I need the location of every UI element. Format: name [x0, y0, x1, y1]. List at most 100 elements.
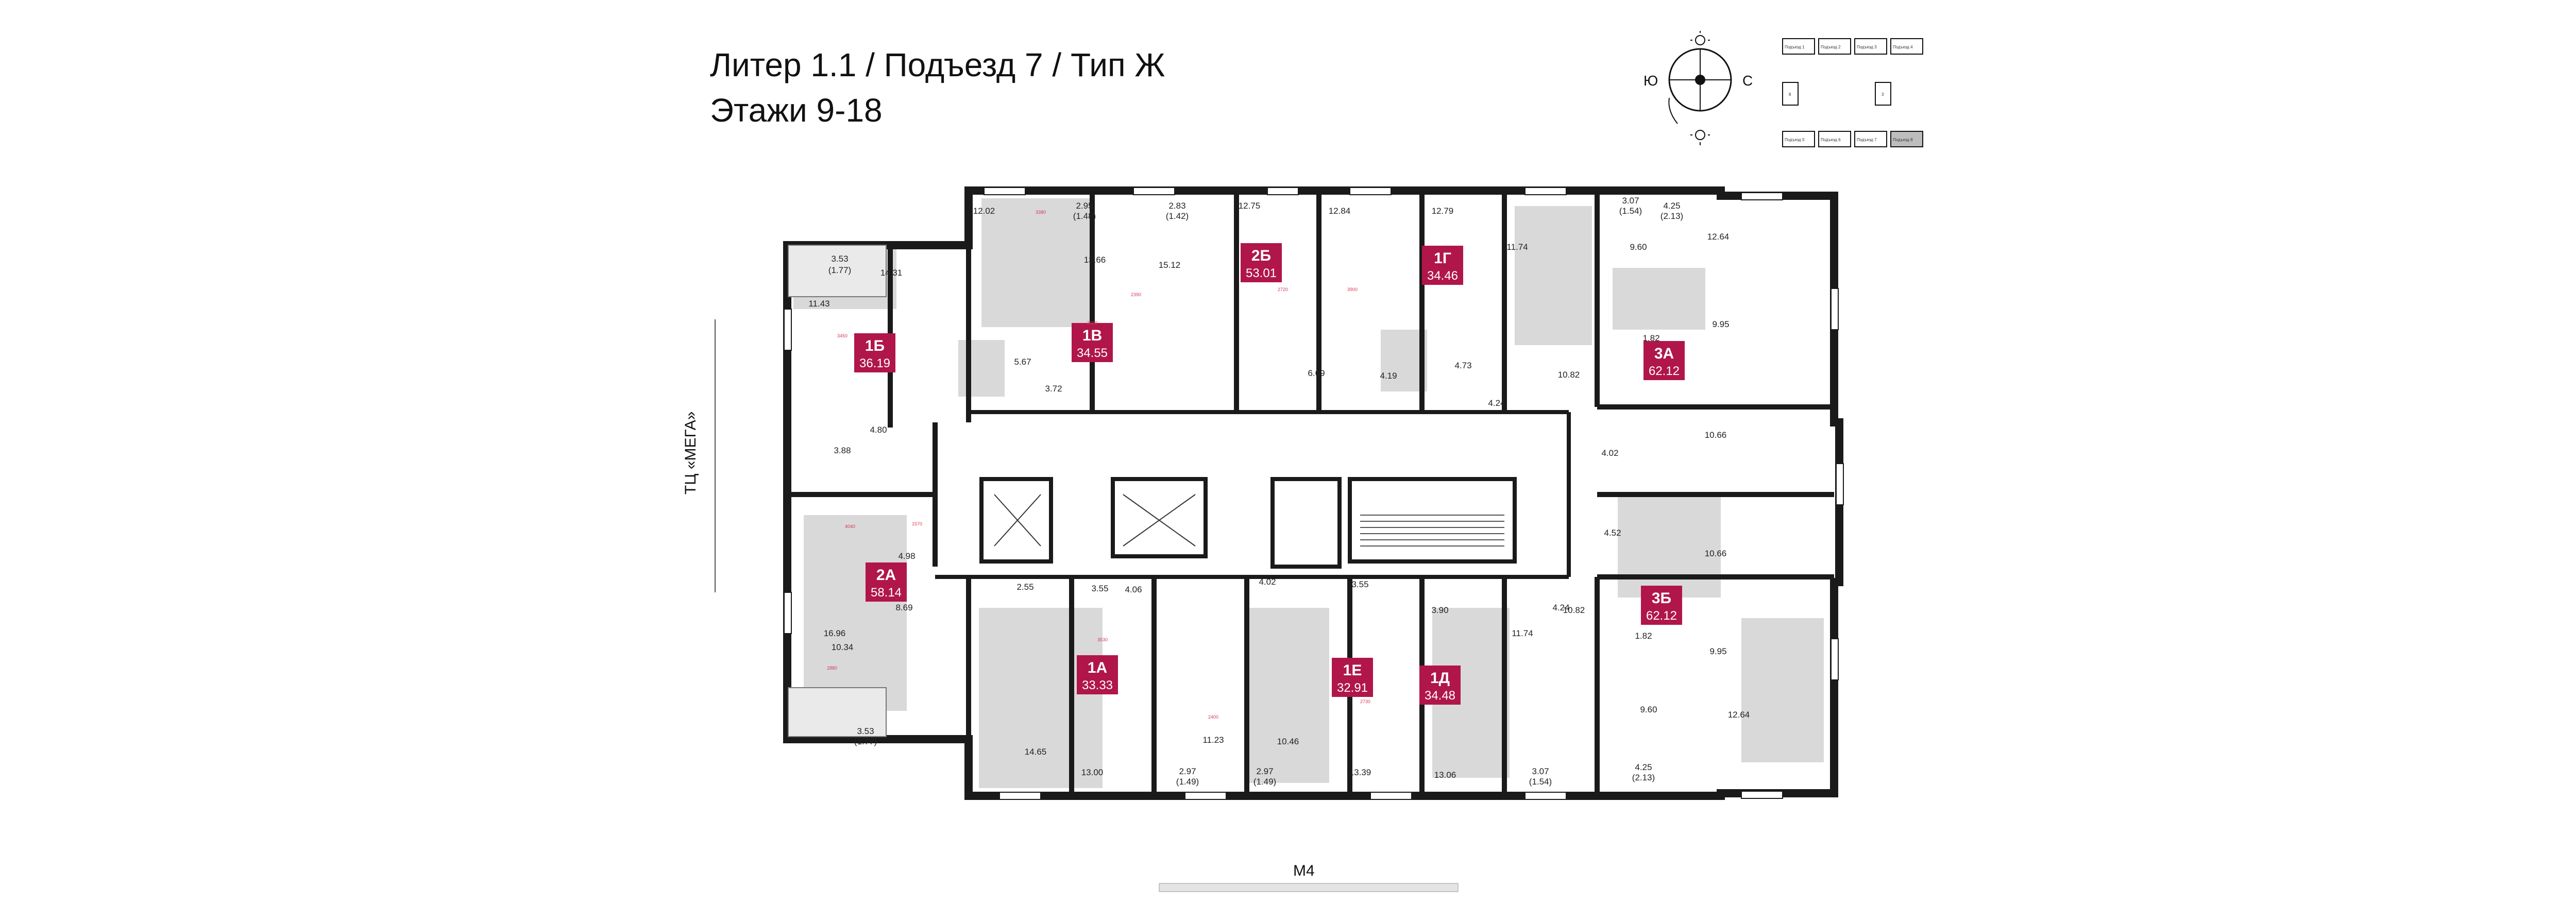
room-area-label: (1.54) — [1529, 777, 1552, 787]
key-section-5: Подъезд 5 — [1785, 138, 1805, 142]
room-area-label: 9.95 — [1712, 319, 1729, 329]
key-section-4: Подъезд 4 — [1893, 45, 1913, 49]
dimension-label: 2720 — [1278, 287, 1288, 292]
apartment-tag-bg — [866, 562, 907, 602]
apartment-tag-bg — [1643, 341, 1685, 380]
room-area-label: 9.60 — [1640, 705, 1657, 714]
apartment-area: 32.91 — [1337, 681, 1368, 695]
apartment-type: 1Д — [1430, 670, 1450, 687]
dimension-label: 4040 — [845, 524, 855, 529]
room-area-label: 3.55 — [1091, 584, 1108, 593]
room-area-label: 5.67 — [1014, 357, 1031, 367]
room-area-label: 15.12 — [1159, 260, 1181, 270]
room-area-label: 1.82 — [1642, 333, 1659, 343]
apartment-type: 1Г — [1434, 250, 1451, 267]
apartment-area: 62.12 — [1649, 364, 1680, 378]
room-area-label: 3.72 — [1045, 384, 1062, 394]
apartment-area: 34.46 — [1427, 269, 1458, 283]
sun-icon — [1690, 31, 1710, 45]
room-area-label: 4.25 — [1635, 762, 1652, 772]
room-area-label: 2.97 — [1179, 766, 1196, 776]
room-area-label: 12.75 — [1239, 201, 1261, 211]
compass-east-label: С — [1742, 73, 1753, 89]
room-area-label: 10.34 — [832, 642, 854, 652]
plan-title: Литер 1.1 / Подъезд 7 / Тип Ж — [710, 46, 1165, 83]
room-area-label: 4.52 — [1604, 528, 1621, 538]
room-area-label: 4.98 — [898, 551, 915, 561]
room-area-label: 11.43 — [808, 299, 829, 309]
room-area-label: 2.55 — [1016, 582, 1033, 592]
room-area-label: (1.42) — [1166, 211, 1189, 221]
apartment-tag-bg — [854, 333, 895, 372]
apartment-tag[interactable]: 2Б 53.01 — [1241, 243, 1282, 282]
compass-west-label: Ю — [1643, 73, 1658, 89]
apartment-type: 3А — [1654, 345, 1674, 362]
room-area-label: 10.82 — [1558, 370, 1580, 380]
room-area-label: 13.66 — [1084, 255, 1106, 265]
apartment-area: 53.01 — [1246, 266, 1277, 280]
room-area-label: 14.31 — [880, 268, 903, 278]
apartment-type: 3Б — [1652, 590, 1671, 607]
apartment-tag[interactable]: 1А 33.33 — [1077, 655, 1118, 694]
room-area-label: 2.83 — [1168, 201, 1185, 211]
bottom-road-strip — [1159, 883, 1459, 892]
room-area-label: (1.49) — [1176, 777, 1199, 787]
plan-floors: Этажи 9-18 — [710, 92, 883, 129]
apartment-type: 1А — [1088, 659, 1107, 676]
bottom-road-label: М4 — [1293, 862, 1315, 879]
room-area-label: 10.82 — [1563, 605, 1585, 615]
apartment-tag-bg — [1419, 666, 1461, 705]
room-area-label: 3.07 — [1622, 196, 1639, 206]
room-area-label: 13.06 — [1434, 770, 1456, 780]
room-area-label: 11.23 — [1202, 735, 1224, 745]
apartment-tag[interactable]: 3А 62.12 — [1643, 341, 1685, 380]
room-area-label: 8.69 — [895, 603, 912, 612]
apartment-tag[interactable]: 1Г 34.46 — [1422, 246, 1463, 285]
room-area-label: 3.07 — [1532, 766, 1549, 776]
key-mid-left: 8 — [1789, 92, 1791, 97]
room-area-label: 14.65 — [1025, 747, 1047, 757]
room-area-label: (1.49) — [1253, 777, 1276, 787]
room-area-label: 13.39 — [1349, 767, 1371, 777]
room-area-label: (1.54) — [1619, 206, 1642, 216]
key-mid-right: 3 — [1882, 92, 1884, 97]
apartment-type: 1Е — [1343, 662, 1362, 679]
room-area-label: 2.95 — [1076, 201, 1093, 211]
room-area-label: 9.95 — [1709, 646, 1726, 656]
dimension-label: 3450 — [837, 333, 848, 338]
room-area-label: 12.84 — [1329, 206, 1351, 216]
balconies — [788, 245, 887, 737]
room-area-label: 1.82 — [1635, 631, 1652, 641]
apartment-tag[interactable]: 1Е 32.91 — [1332, 658, 1373, 697]
windows — [784, 187, 1844, 800]
room-area-label: 4.80 — [870, 425, 887, 435]
left-neighbour-label: ТЦ «МЕГА» — [682, 412, 699, 494]
dimension-label: 3900 — [1347, 287, 1358, 292]
room-area-label: 12.79 — [1432, 206, 1454, 216]
room-area-label: 10.66 — [1705, 430, 1727, 440]
key-section-6: Подъезд 6 — [1821, 138, 1841, 142]
room-area-label: 4.19 — [1380, 371, 1397, 381]
room-area-label: 3.88 — [834, 446, 851, 455]
apartment-tag-bg — [1422, 246, 1463, 285]
room-area-label: (1.77) — [828, 265, 851, 275]
room-area-label: 3.55 — [1351, 579, 1368, 589]
room-area-label: 4.06 — [1125, 585, 1142, 594]
dimension-label: 3530 — [1097, 637, 1108, 642]
key-section-7: Подъезд 7 — [1857, 138, 1877, 142]
room-area-label: 4.24 — [1552, 603, 1569, 612]
apartment-tag[interactable]: 1Б 36.19 — [854, 333, 895, 372]
apartment-type: 1Б — [865, 337, 885, 354]
apartment-type: 2Б — [1251, 247, 1271, 264]
apartment-area: 33.33 — [1082, 678, 1113, 692]
room-area-label: 3.90 — [1431, 605, 1448, 615]
apartment-area: 36.19 — [859, 356, 890, 370]
key-section-3: Подъезд 3 — [1857, 45, 1877, 49]
room-area-label: 12.02 — [973, 206, 995, 216]
dimension-label: 2730 — [1360, 699, 1370, 704]
